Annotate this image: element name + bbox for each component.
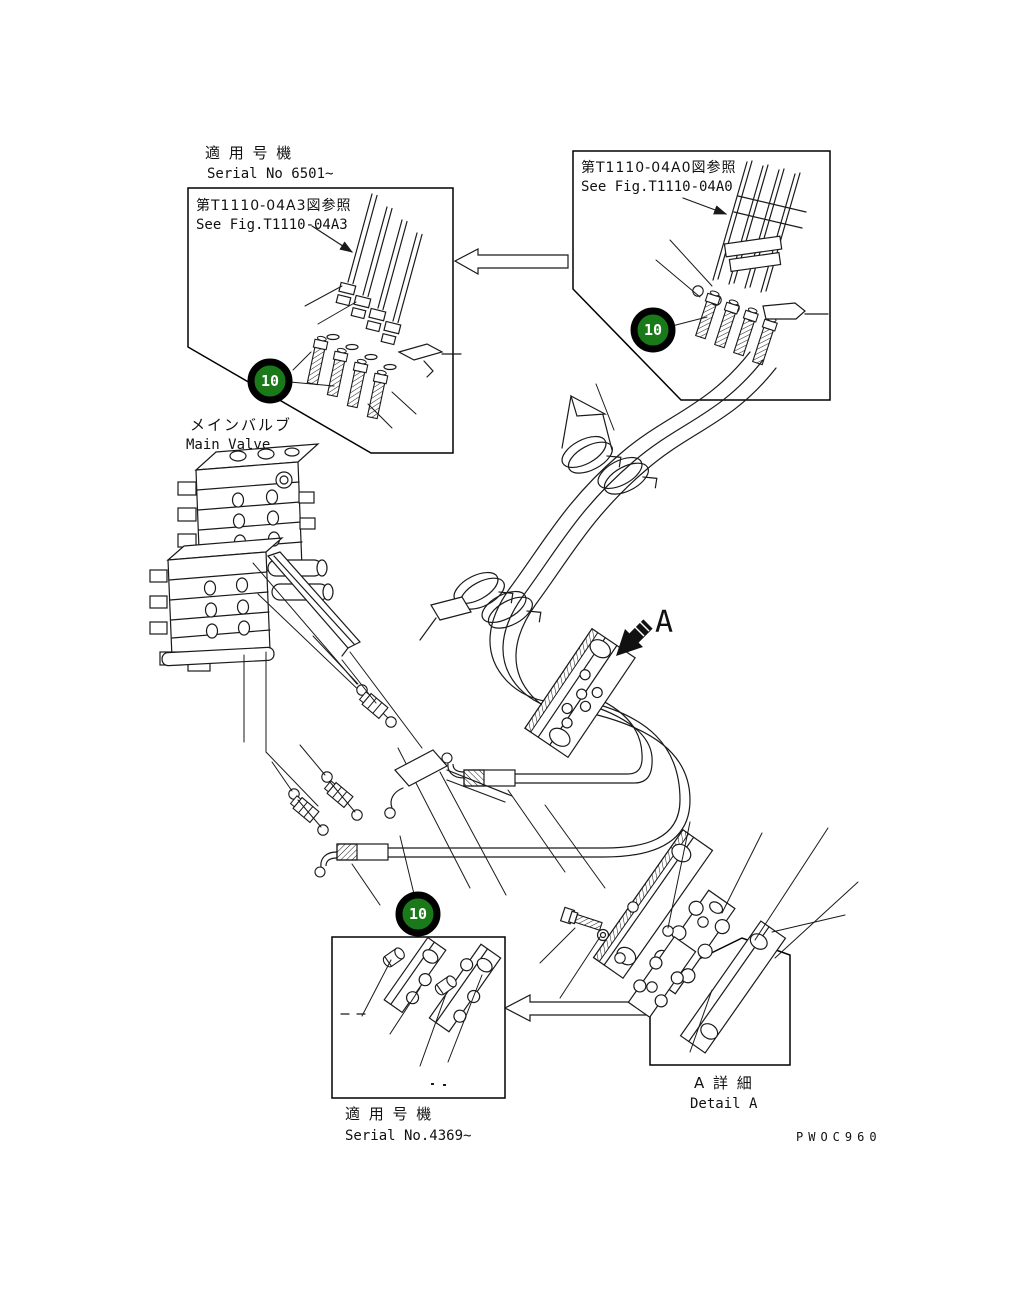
arrow-right-to-left — [453, 248, 569, 276]
clamp-strip-1 — [383, 936, 447, 1014]
inset-box-left-border — [187, 187, 454, 454]
ref-right-en: See Fig.T1110-04A0 — [581, 179, 733, 195]
cluster-leaders — [271, 635, 377, 828]
hose-clamp-ring — [448, 562, 518, 627]
bottom-box-leaders — [361, 959, 483, 1067]
view-a-letter: A — [655, 605, 673, 640]
u-turn-hoses — [314, 689, 691, 878]
inset-box-right-border — [572, 150, 831, 401]
part-badge-2[interactable]: 10 — [630, 307, 708, 353]
serial-top-label: Serial No 6501~ — [207, 166, 333, 182]
inset-box-bottom — [331, 936, 506, 1099]
badge-number: 10 — [409, 905, 427, 923]
pennant-flag — [394, 749, 448, 787]
flange-washers — [326, 333, 397, 371]
hose-clamp-ring — [476, 581, 546, 646]
inset-box-right: 第T1110-04A0図参照 See Fig.T1110-04A0 — [572, 150, 831, 431]
clamp-bar-1 — [592, 828, 714, 980]
inset-box-left: 第T1110-04A3図参照 See Fig.T1110-04A3 — [187, 187, 462, 454]
ref-right-pointer — [682, 197, 728, 215]
hose-clamp-ring — [592, 447, 662, 512]
bracket-right-box — [762, 302, 829, 320]
part-badge-3[interactable]: 10 — [395, 835, 441, 937]
drawing-code: PWOC960 — [796, 1130, 882, 1144]
applicable-machines-top-label: 適 用 号 機 — [205, 144, 293, 162]
ref-right-jp: 第T1110-04A0図参照 — [581, 159, 737, 176]
serial-bottom-label: Serial No.4369~ — [345, 1128, 471, 1144]
inset-box-bottom-border — [331, 936, 506, 1099]
main-valve-drawing — [149, 443, 361, 672]
note-top-left: 適 用 号 機 Serial No 6501~ — [205, 144, 333, 182]
pennant-flags — [419, 394, 613, 641]
detail-a: A 詳 細 Detail A — [539, 821, 859, 1112]
note-bottom: 適 用 号 機 Serial No.4369~ — [345, 1105, 471, 1144]
detail-a-leaders — [539, 821, 859, 1053]
clamp-bar-2 — [679, 920, 787, 1054]
clamp-half-2 — [627, 935, 697, 1019]
clamp-bars-right-box — [723, 235, 783, 273]
view-a-marker: A — [616, 605, 673, 656]
arrow-detail-to-box — [503, 994, 647, 1022]
bolt — [559, 906, 603, 931]
nipples-right-box — [693, 288, 780, 366]
main-valve-jp: メインバルブ — [190, 416, 292, 434]
hoses-right-box — [712, 160, 807, 293]
ref-left-jp: 第T1110-04A3図参照 — [196, 197, 352, 214]
ref-left-pointer — [311, 225, 354, 253]
part-badge-1[interactable]: 10 — [247, 358, 335, 404]
applicable-machines-bottom-label: 適 用 号 機 — [345, 1105, 433, 1123]
hose-bundle — [419, 351, 777, 719]
elbow-crimp-fitting — [314, 843, 389, 878]
leader-lines-left-box — [292, 285, 417, 429]
fitting-cluster — [271, 635, 513, 836]
ref-left-en: See Fig.T1110-04A3 — [196, 217, 348, 233]
leader-lines-right-box — [595, 239, 713, 431]
view-a-arrow-icon — [616, 619, 653, 656]
badge-number: 10 — [261, 372, 279, 390]
elbow-crimp-fitting — [441, 752, 516, 787]
clamp-manifold-plate — [524, 627, 636, 759]
degraded-marks — [340, 1013, 446, 1086]
detail-a-en: Detail A — [690, 1096, 758, 1112]
detail-a-jp: A 詳 細 — [694, 1074, 754, 1092]
bracket-left-box — [397, 343, 462, 378]
badge-number: 10 — [644, 321, 662, 339]
hose-ends-left-box — [326, 193, 423, 371]
